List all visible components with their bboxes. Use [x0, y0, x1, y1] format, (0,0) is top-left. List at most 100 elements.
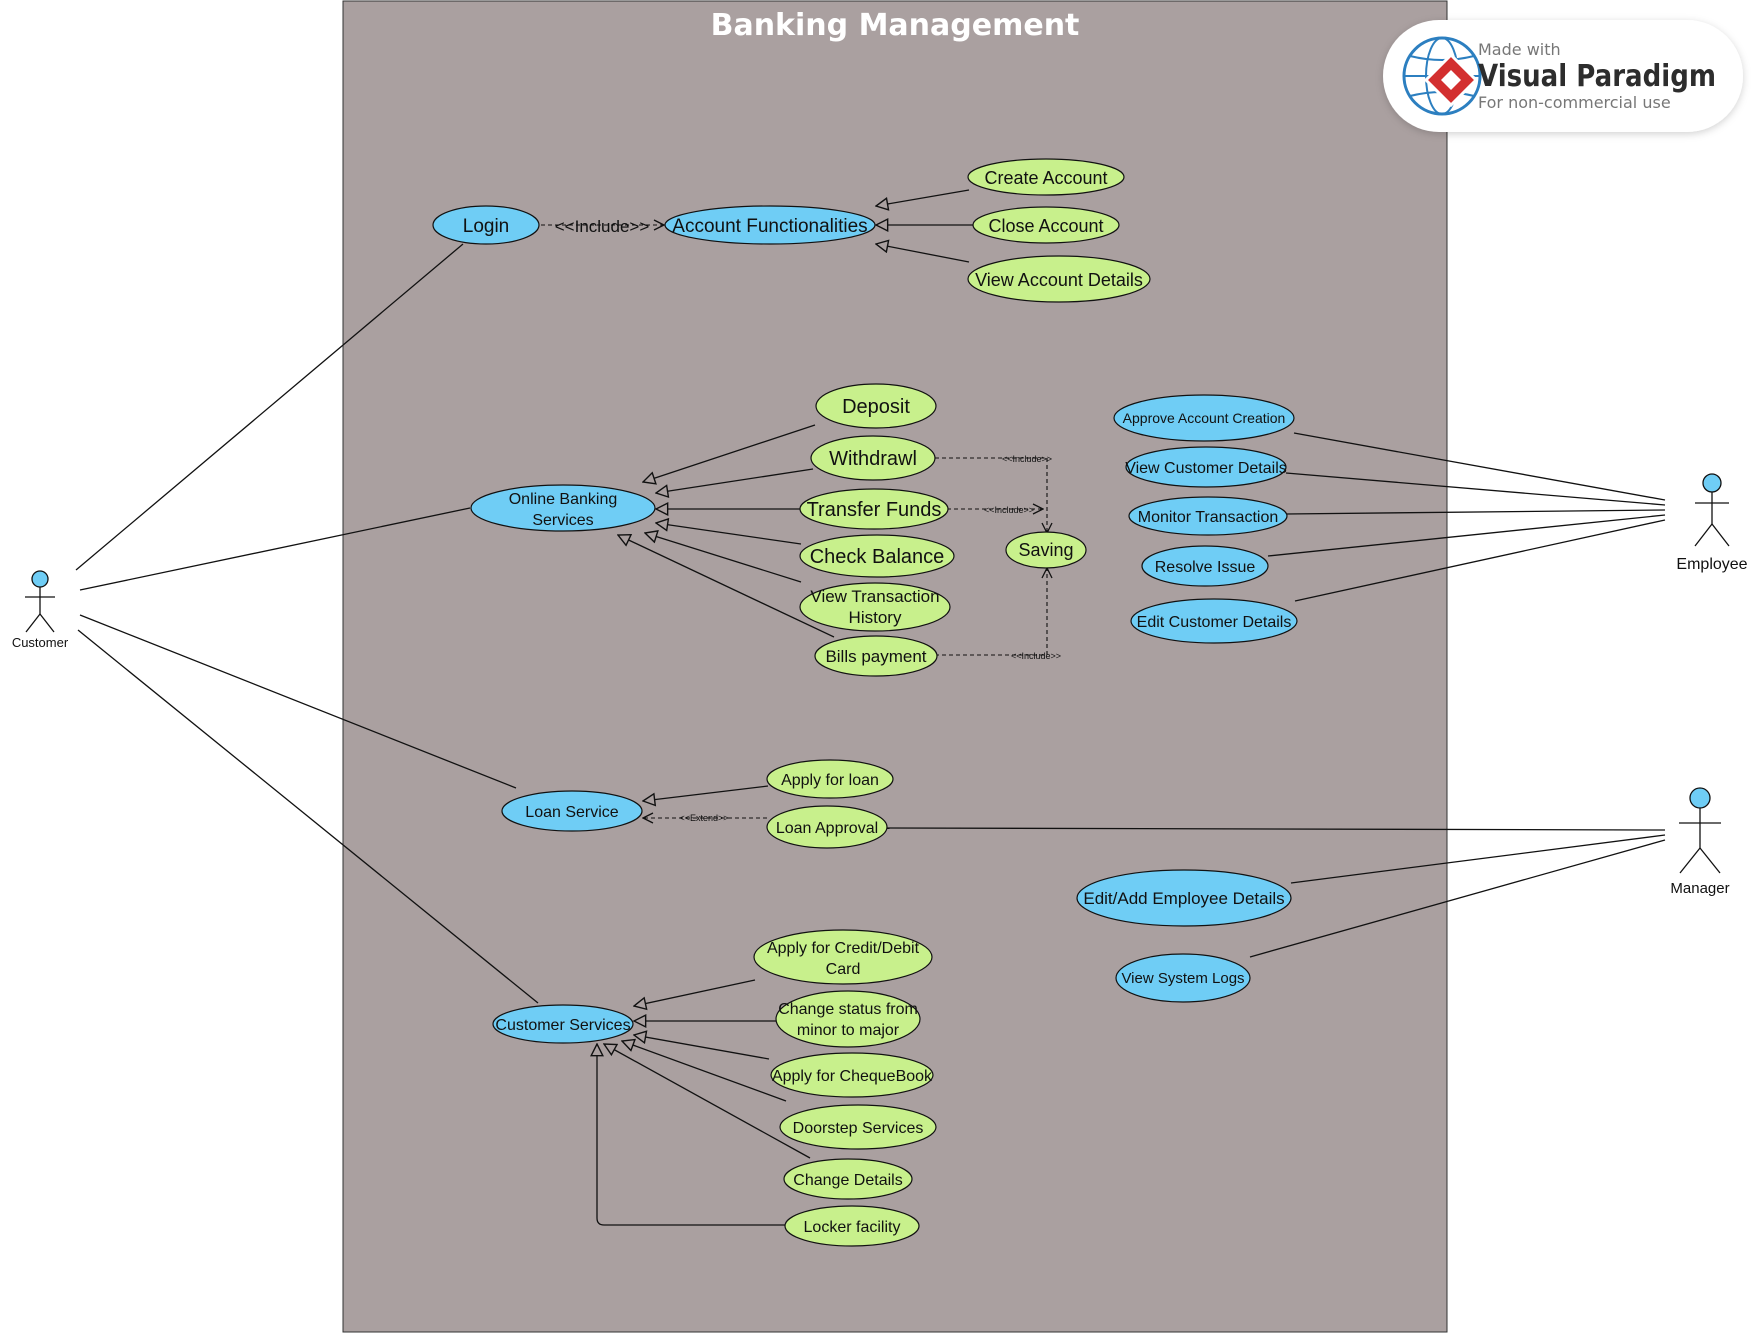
svg-text:Locker facility: Locker facility: [804, 1219, 901, 1236]
use-case-loan-approval[interactable]: Loan Approval: [766, 805, 888, 849]
svg-text:minor to major: minor to major: [797, 1022, 900, 1039]
svg-text:Monitor Transaction: Monitor Transaction: [1138, 509, 1279, 526]
dependencies: [541, 225, 1047, 818]
use-case-bills-payment[interactable]: Bills payment: [814, 635, 938, 677]
watermark-note: For non-commercial use: [1478, 93, 1671, 112]
use-case-doorstep-services[interactable]: Doorstep Services: [779, 1104, 937, 1150]
watermark-badge: Made with Visual Paradigm For non-commer…: [1383, 20, 1743, 132]
watermark-brand: Visual Paradigm: [1478, 59, 1716, 94]
assoc-customer-customer-services: [77, 629, 539, 1004]
svg-text:Resolve Issue: Resolve Issue: [1155, 559, 1256, 576]
use-case-close-account[interactable]: Close Account: [972, 206, 1120, 244]
actor-manager[interactable]: [1679, 787, 1721, 874]
assoc-customer-online-banking: [79, 507, 471, 591]
svg-text:Close Account: Close Account: [988, 216, 1103, 236]
use-case-customer-services[interactable]: Customer Services: [492, 1004, 634, 1044]
svg-text:Edit/Add Employee Details: Edit/Add Employee Details: [1083, 889, 1284, 908]
svg-text:Apply for ChequeBook: Apply for ChequeBook: [772, 1068, 933, 1085]
svg-text:View Transaction: View Transaction: [810, 587, 939, 606]
relation-labels: <<Include>> <<Include>> <<Include>> <<In…: [555, 217, 1061, 823]
watermark-made-with: Made with: [1478, 40, 1561, 59]
include-withdrawl-saving: [935, 457, 1047, 533]
svg-text:Bills payment: Bills payment: [825, 647, 926, 666]
actor-employee[interactable]: [1694, 473, 1730, 547]
use-case-apply-credit-debit-card[interactable]: Apply for Credit/Debit Card: [753, 929, 933, 985]
use-case-change-status-minor-major[interactable]: Change status from minor to major: [775, 990, 921, 1048]
actor-customer-label: Customer: [12, 635, 69, 650]
assoc-customer-loan-service: [79, 614, 517, 789]
svg-text:Transfer Funds: Transfer Funds: [807, 499, 942, 521]
svg-text:Card: Card: [826, 961, 861, 978]
svg-text:Change status from: Change status from: [778, 1001, 918, 1018]
actor-customer[interactable]: [25, 570, 55, 633]
associations: [75, 243, 1666, 1004]
include-label-login: <<Include>>: [555, 217, 650, 236]
svg-text:Withdrawl: Withdrawl: [829, 448, 917, 470]
use-case-apply-chequebook[interactable]: Apply for ChequeBook: [770, 1052, 934, 1098]
use-case-check-balance[interactable]: Check Balance: [799, 534, 955, 578]
use-case-resolve-issue[interactable]: Resolve Issue: [1141, 545, 1269, 587]
svg-text:Deposit: Deposit: [842, 396, 910, 418]
use-case-create-account[interactable]: Create Account: [967, 158, 1125, 196]
use-case-account-functionalities[interactable]: Account Functionalities: [664, 205, 876, 245]
use-case-monitor-transaction[interactable]: Monitor Transaction: [1128, 496, 1288, 536]
svg-text:Apply for loan: Apply for loan: [781, 772, 879, 789]
svg-text:Doorstep Services: Doorstep Services: [793, 1120, 924, 1137]
use-case-online-banking-services[interactable]: Online Banking Services: [470, 484, 656, 532]
gen-change-details: [604, 1044, 811, 1159]
gen-apply-card: [634, 979, 756, 1006]
use-case-loan-service[interactable]: Loan Service: [501, 790, 643, 832]
assoc-employee-resolve: [1267, 514, 1666, 557]
svg-text:Saving: Saving: [1018, 540, 1073, 560]
svg-text:Apply for Credit/Debit: Apply for Credit/Debit: [767, 940, 920, 957]
use-case-transfer-funds[interactable]: Transfer Funds: [799, 488, 949, 530]
include-bills-saving: [935, 568, 1047, 656]
use-case-edit-customer-details[interactable]: Edit Customer Details: [1130, 598, 1298, 644]
use-case-edit-add-employee-details[interactable]: Edit/Add Employee Details: [1076, 869, 1292, 927]
gen-bills-payment: [618, 535, 835, 638]
svg-text:Services: Services: [532, 512, 593, 529]
visual-paradigm-logo-icon: [1402, 36, 1482, 116]
use-case-login[interactable]: Login: [432, 205, 540, 245]
use-case-apply-for-loan[interactable]: Apply for loan: [766, 759, 894, 799]
use-case-change-details[interactable]: Change Details: [783, 1158, 913, 1200]
use-case-view-system-logs[interactable]: View System Logs: [1115, 953, 1251, 1003]
gen-deposit: [643, 424, 816, 482]
gen-doorstep: [622, 1041, 787, 1102]
include-label-withdrawl: <<Include>>: [1002, 454, 1052, 464]
svg-text:Approve Account Creation: Approve Account Creation: [1123, 410, 1286, 426]
use-case-view-transaction-history[interactable]: View Transaction History: [799, 582, 951, 632]
svg-text:Loan Service: Loan Service: [525, 804, 618, 821]
use-case-view-account-details[interactable]: View Account Details: [967, 255, 1151, 303]
gen-apply-for-loan: [643, 785, 769, 801]
assoc-manager-system-logs: [1249, 839, 1666, 958]
use-case-withdrawl[interactable]: Withdrawl: [810, 435, 936, 481]
use-case-locker-facility[interactable]: Locker facility: [784, 1205, 920, 1247]
svg-text:Change Details: Change Details: [793, 1172, 902, 1189]
actor-manager-head: [1689, 787, 1711, 809]
include-label-transfer: <<Include>>: [984, 505, 1034, 515]
generalizations: [597, 189, 973, 1226]
assoc-manager-edit-employee: [1290, 834, 1666, 884]
svg-text:Login: Login: [463, 216, 510, 237]
svg-text:View Account Details: View Account Details: [975, 270, 1143, 290]
gen-withdrawl: [656, 468, 814, 493]
actor-manager-label: Manager: [1670, 880, 1729, 897]
svg-text:Online Banking: Online Banking: [509, 491, 618, 508]
assoc-employee-approve: [1293, 432, 1666, 501]
gen-view-account-details: [876, 244, 970, 263]
use-case-view-customer-details[interactable]: View Customer Details: [1125, 446, 1287, 488]
use-case-approve-account-creation[interactable]: Approve Account Creation: [1113, 394, 1295, 442]
svg-text:Check Balance: Check Balance: [810, 546, 945, 568]
actor-employee-head: [1702, 473, 1722, 493]
include-label-bills: <<Include>>: [1011, 651, 1061, 661]
actor-employee-label: Employee: [1676, 556, 1747, 573]
assoc-employee-edit-customer: [1294, 519, 1666, 602]
svg-text:Edit Customer Details: Edit Customer Details: [1137, 614, 1292, 631]
use-case-saving[interactable]: Saving: [1005, 531, 1087, 569]
extend-label-loan: <<Extend>>: [679, 813, 728, 823]
svg-text:Loan Approval: Loan Approval: [776, 820, 878, 837]
use-case-deposit[interactable]: Deposit: [815, 383, 937, 429]
